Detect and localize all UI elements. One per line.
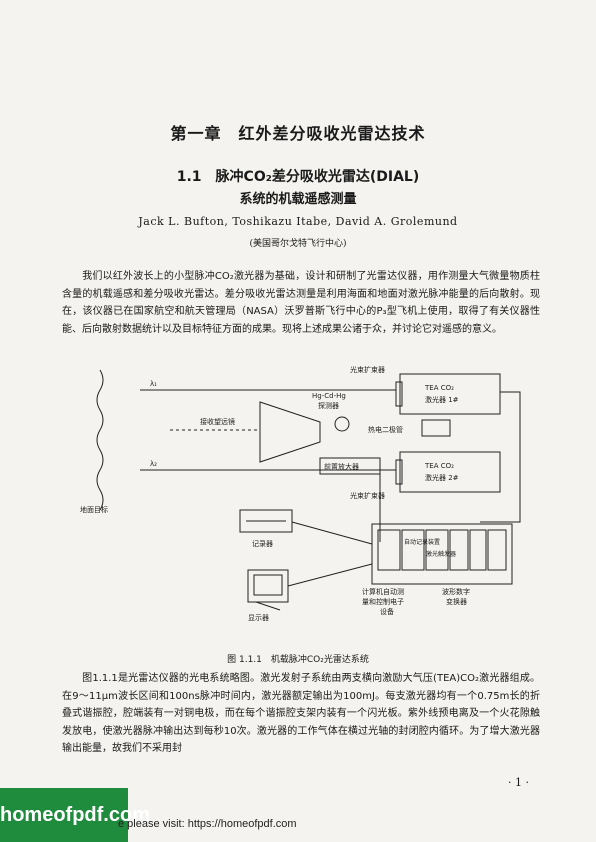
page-number: · 1 · [508,776,529,789]
label-laser2-line1: TEA CO₂ [424,462,454,470]
label-pyro: 热电二极管 [368,425,403,434]
section-heading-line2: 系统的机载遥感测量 [239,192,357,207]
detector-circle [334,416,350,432]
label-ground-target: 地面目标 [80,505,108,514]
paragraph-1: 我们以红外波长上的小型脉冲CO₂激光器为基础，设计和研制了光雷达仪器，用作测量大… [62,268,540,338]
label-display: 显示器 [248,614,269,622]
label-computer-line3: 设备 [380,607,394,616]
authors: Jack L. Bufton, Toshikazu Itabe, David A… [138,215,458,228]
figure-caption: 图 1.1.1 机载脉冲CO₂光雷达系统 [227,655,369,665]
label-detector-line1: Hg-Cd-Hg [312,392,346,400]
paragraph-1-text: 我们以红外波长上的小型脉冲CO₂激光器为基础，设计和研制了光雷达仪器，用作测量大… [62,271,540,335]
telescope-shape [259,401,321,463]
label-detector-line2: 探测器 [318,401,339,410]
label-computer-line1: 计算机自动测 [362,587,404,596]
laser-1-box [399,373,501,415]
label-preamp: 前置放大器 [324,462,359,471]
label-beam-expander-1: 光束扩束器 [350,365,385,374]
footer-link-text[interactable]: e please visit: https://homeofpdf.com [118,818,297,830]
label-rack-auto: 自动记录装置 [404,538,440,546]
recorder-box [239,509,293,533]
label-digitizer-line1: 波形数字 [442,587,470,596]
label-recorder: 记录器 [252,540,273,548]
chapter-title: 第一章 红外差分吸收光雷达技术 [170,124,426,143]
label-laser1-line1: TEA CO₂ [424,384,454,392]
electronics-rack [371,523,513,585]
label-lambda1: λ₁ [150,380,157,388]
label-lambda2: λ₂ [150,460,157,468]
laser-2-box [399,451,501,493]
section-heading-line1: 1.1 脉冲CO₂差分吸收光雷达(DIAL) [176,169,420,185]
label-telescope: 接收望远镜 [200,417,235,426]
paragraph-2: 图1.1.1是光雷达仪器的光电系统略图。激光发射子系统由两支横向激励大气压(TE… [62,670,540,758]
paragraph-2-text: 图1.1.1是光雷达仪器的光电系统略图。激光发射子系统由两支横向激励大气压(TE… [62,673,540,754]
label-laser2-line2: 激光器 2# [425,473,459,482]
label-computer-line2: 量和控制电子 [362,597,404,606]
ground-target-wave [96,369,104,511]
label-beam-expander-2: 光束扩束器 [350,491,385,500]
label-laser1-line2: 激光器 1# [425,395,459,404]
system-diagram: 光束扩束器 TEA CO₂ 激光器 1# λ₁ Hg-Cd-Hg 探测器 接收望… [80,365,521,622]
watermark-banner[interactable]: homeofpdf.com [0,788,150,842]
label-digitizer-line2: 变换器 [446,597,467,606]
affiliation: (美国哥尔戈特飞行中心) [249,239,347,249]
label-rack-trigger: 激光触发器 [426,550,456,558]
